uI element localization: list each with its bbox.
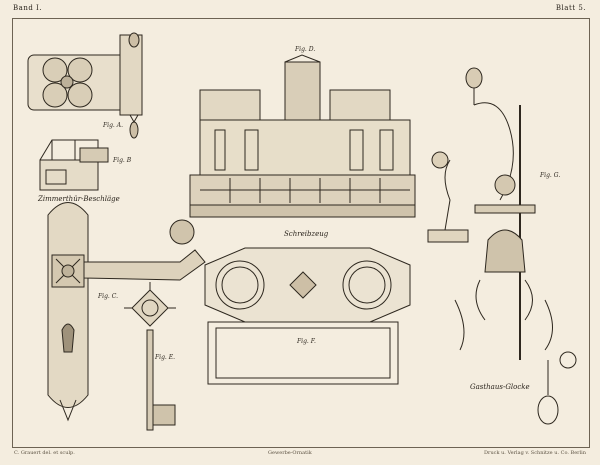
fig-b-label: Fig. B xyxy=(113,157,132,164)
fig-d-label: Fig. D. xyxy=(295,46,316,53)
lock-box-drawing xyxy=(39,139,109,191)
inkstand-drawing xyxy=(189,54,416,218)
key-drawing xyxy=(124,282,176,431)
tray-plan-drawing xyxy=(204,247,411,385)
fig-a-label: Fig. A. xyxy=(103,122,123,129)
plate-frame xyxy=(12,18,590,448)
fig-c-label: Fig. C. xyxy=(98,293,119,300)
door-fittings-caption: Zimmerthür-Beschläge xyxy=(38,195,120,203)
footer-title: Gewerbe-Ornatik xyxy=(268,450,312,456)
fig-e-label: Fig. E. xyxy=(155,354,176,361)
fig-f-label: Fig. F. xyxy=(297,338,316,345)
volume-label: Band I. xyxy=(13,4,43,12)
inkstand-caption: Schreibzeug xyxy=(284,230,329,238)
sheet-label: Blatt 5. xyxy=(555,4,586,12)
door-plate-drawing xyxy=(47,202,206,422)
hinge-drawing xyxy=(27,32,143,139)
fig-g-label: Fig. G. xyxy=(540,172,561,179)
footer-publisher: Druck u. Verlag v. Schnitze u. Co. Berli… xyxy=(484,450,586,456)
bell-caption: Gasthaus-Glocke xyxy=(470,383,530,391)
footer-engraver: C. Grauert del. et sculp. xyxy=(14,450,75,456)
bell-bracket-drawing xyxy=(427,67,577,425)
